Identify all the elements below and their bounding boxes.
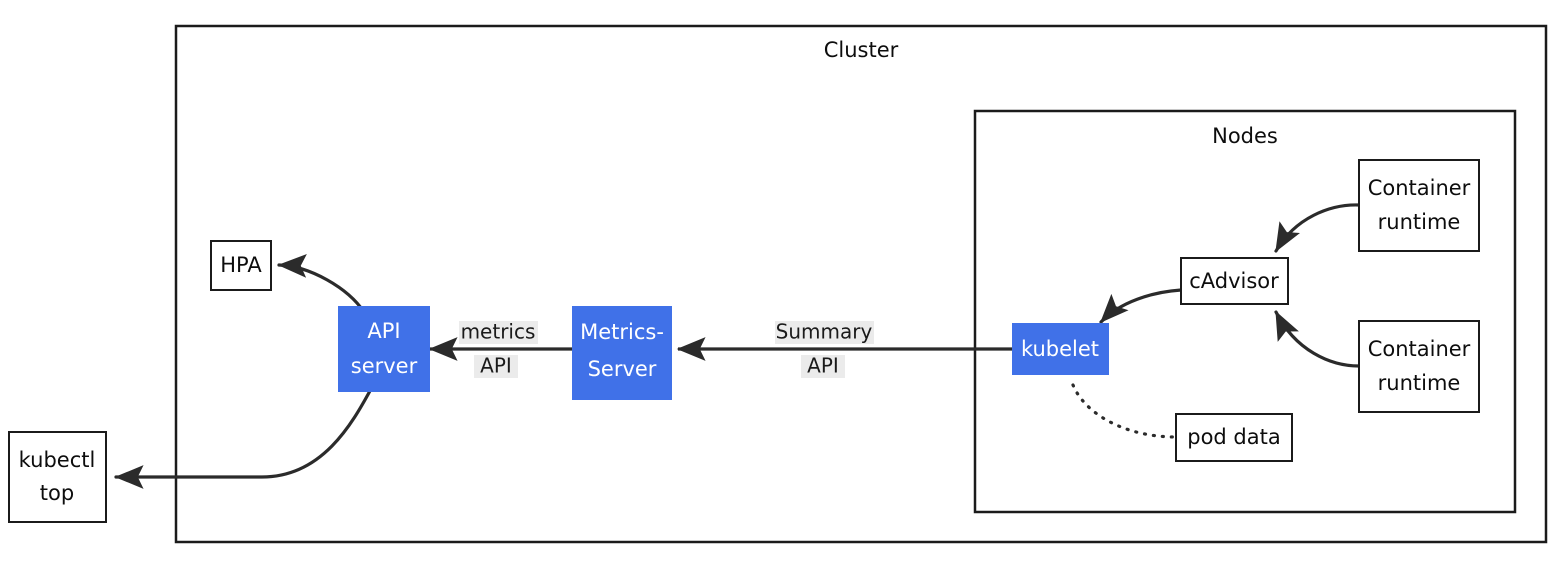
- hpa-label: HPA: [220, 253, 262, 277]
- node-container-runtime-bottom[interactable]: Container runtime: [1358, 320, 1480, 413]
- node-kubelet[interactable]: kubelet: [1012, 323, 1109, 375]
- summary-api-label-line2: API: [807, 354, 839, 378]
- summary-api-label-bg-line2: [801, 355, 845, 378]
- node-container-runtime-top[interactable]: Container runtime: [1358, 159, 1480, 252]
- pod-data-box: [1175, 413, 1293, 462]
- node-pod-data[interactable]: pod data: [1175, 413, 1293, 462]
- pod-data-label: pod data: [1187, 425, 1281, 449]
- api-server-label-line1: API: [367, 319, 400, 343]
- node-api-server[interactable]: API server: [338, 306, 430, 392]
- kubectl-top-label-line1: kubectl: [19, 448, 96, 472]
- summary-api-label-bg-line1: [775, 321, 874, 344]
- container-runtime-top-label-line1: Container: [1368, 176, 1471, 200]
- kubectl-top-box: [8, 431, 107, 523]
- edge-container-runtime-top-to-cadvisor: [1274, 203, 1361, 253]
- container-runtime-bottom-label-line2: runtime: [1378, 371, 1461, 395]
- container-runtime-bottom-box: [1358, 320, 1480, 413]
- metrics-api-label-line2: API: [480, 354, 512, 378]
- edge-cadvisor-to-kubelet: [1099, 288, 1183, 324]
- node-metrics-server[interactable]: Metrics- Server: [572, 306, 672, 400]
- container-runtime-bottom-label-line1: Container: [1368, 337, 1471, 361]
- node-kubectl-top[interactable]: kubectl top: [8, 431, 107, 523]
- hpa-box: [210, 240, 272, 291]
- kubelet-box: [1012, 323, 1109, 375]
- summary-api-label-line1: Summary: [776, 320, 873, 344]
- cluster-group-title: Cluster: [824, 38, 899, 62]
- kubelet-label: kubelet: [1021, 337, 1099, 361]
- edge-api-server-to-kubectl-top: [114, 387, 373, 489]
- api-server-box: [338, 306, 430, 392]
- api-server-label-line2: server: [351, 354, 418, 378]
- cadvisor-label: cAdvisor: [1189, 269, 1279, 293]
- edge-api-server-to-hpa: [277, 254, 366, 314]
- cadvisor-box: [1180, 257, 1289, 305]
- cluster-group-boundary: [174, 24, 1548, 544]
- edge-label-summary-api: Summary API: [775, 320, 874, 378]
- container-runtime-top-label-line2: runtime: [1378, 210, 1461, 234]
- metrics-api-label-bg-line1: [459, 321, 538, 344]
- container-runtime-top-box: [1358, 159, 1480, 252]
- edge-kubelet-to-pod-data: [1071, 383, 1178, 439]
- edge-label-metrics-api: metrics API: [459, 320, 538, 378]
- metrics-server-label-line1: Metrics-: [580, 320, 664, 344]
- node-cadvisor[interactable]: cAdvisor: [1180, 257, 1289, 305]
- node-hpa[interactable]: HPA: [210, 240, 272, 291]
- metrics-server-box: [572, 306, 672, 400]
- nodes-group-title: Nodes: [1212, 124, 1278, 148]
- metrics-api-label-bg-line2: [474, 355, 518, 378]
- metrics-api-label-line1: metrics: [461, 320, 536, 344]
- metrics-server-label-line2: Server: [588, 357, 657, 381]
- edge-container-runtime-bottom-to-cadvisor: [1274, 310, 1361, 368]
- kubectl-top-label-line2: top: [40, 481, 74, 505]
- nodes-group-boundary: [973, 109, 1517, 514]
